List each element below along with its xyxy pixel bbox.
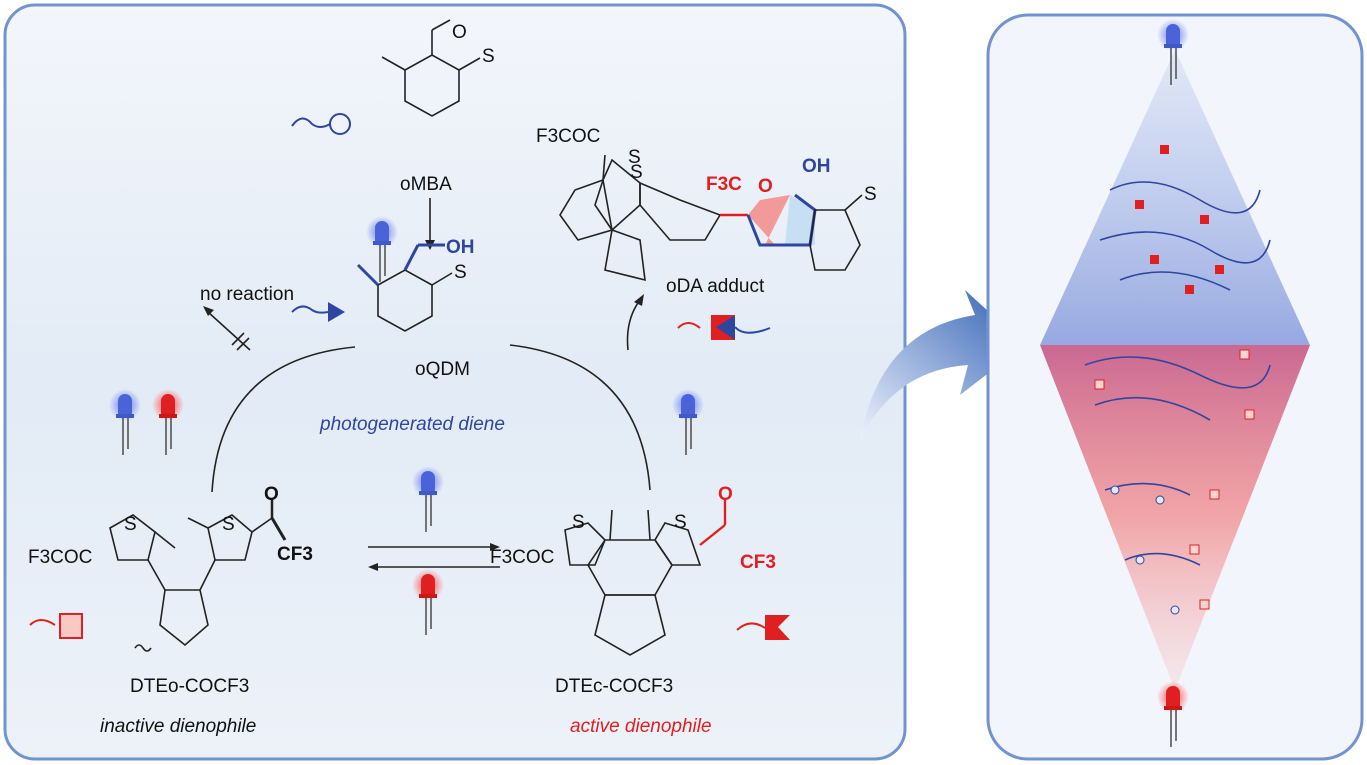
s-label: S <box>222 514 235 535</box>
aldehyde-o-label: O <box>452 22 467 43</box>
s-label: S <box>482 46 495 67</box>
photogenerated-diene-label: photogenerated diene <box>319 414 505 435</box>
no-reaction-label: no reaction <box>200 284 294 305</box>
curved-arrow-icon <box>211 346 356 493</box>
oda-adduct-structure: S OH O F3C S S <box>559 147 877 282</box>
oh-label: OH <box>446 237 475 258</box>
dte-open-label: DTEo-COCF3 <box>130 676 249 697</box>
dte-closed-structure: S S O <box>564 484 733 656</box>
polymer-circle-icon <box>291 113 351 135</box>
dte-closed-label: DTEc-COCF3 <box>555 676 673 697</box>
s-label: S <box>630 162 643 183</box>
active-dienophile-label: active dienophile <box>570 716 712 737</box>
polymer-bowtie-icon <box>736 615 790 640</box>
f3coc-label: F3COC <box>28 547 92 568</box>
polymer-triangle-icon <box>291 302 345 322</box>
polymer-network-middle <box>1084 349 1271 421</box>
s-label: S <box>674 512 687 533</box>
inactive-dienophile-label: inactive dienophile <box>100 716 256 737</box>
oqdm-label: oQDM <box>415 359 470 380</box>
oda-adduct-label: oDA adduct <box>666 276 765 297</box>
s-label: S <box>864 184 877 205</box>
polymer-network-bottom <box>1104 482 1220 615</box>
cf3-label: CF3 <box>277 544 313 565</box>
f3c-label: F3C <box>706 174 742 195</box>
f3coc-label: F3COC <box>490 547 554 568</box>
cf3-label: CF3 <box>740 552 776 573</box>
oqdm-structure: OH S <box>356 237 475 332</box>
polymer-square-icon <box>29 613 83 639</box>
s-label: S <box>628 147 641 168</box>
red-light-cone <box>1040 345 1310 690</box>
omba-structure: O S <box>381 19 495 117</box>
f3coc-label: F3COC <box>536 126 600 147</box>
omba-label: oMBA <box>400 174 452 195</box>
s-label: S <box>124 514 137 535</box>
o-label: O <box>718 484 733 505</box>
big-arrow-icon <box>860 290 1025 440</box>
polymer-bowtie-icon <box>677 315 771 340</box>
s-label: S <box>454 262 467 283</box>
o-label: O <box>758 176 773 197</box>
s-label: S <box>572 512 585 533</box>
blue-light-cone <box>1040 50 1310 345</box>
curved-arrow-icon <box>509 344 651 491</box>
dte-open-structure: O S S <box>109 484 287 652</box>
o-label: O <box>264 484 279 505</box>
oh-label: OH <box>802 156 831 177</box>
polymer-network-top <box>1099 145 1271 294</box>
